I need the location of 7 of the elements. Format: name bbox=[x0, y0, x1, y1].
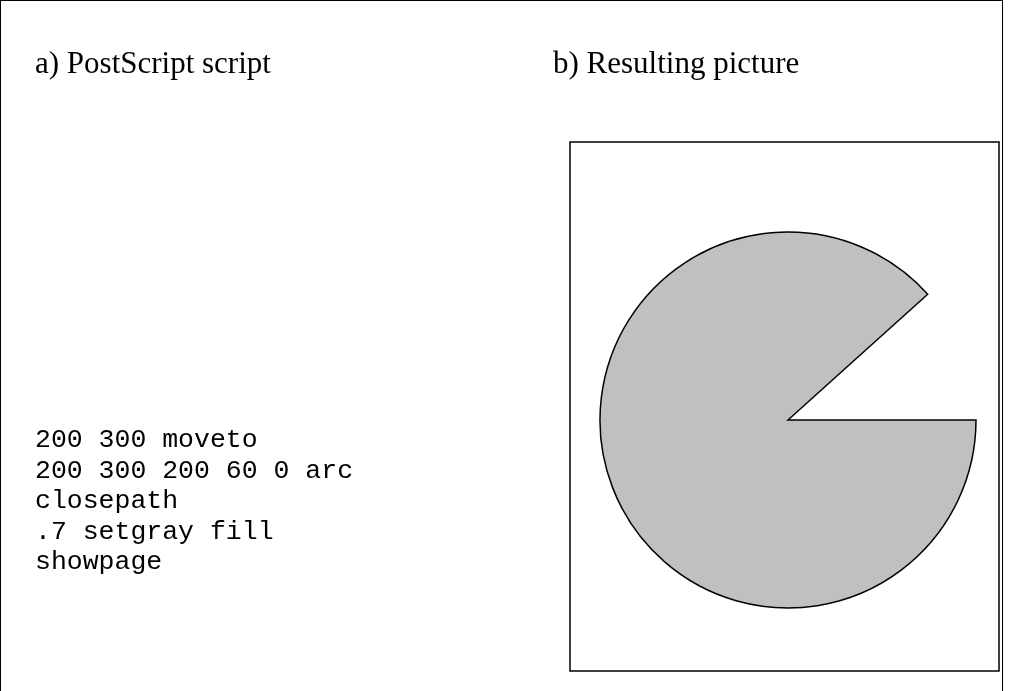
panel-heading: b) Resulting picture bbox=[553, 47, 800, 78]
code-line: closepath bbox=[35, 488, 179, 515]
code-line: showpage bbox=[35, 549, 163, 576]
code-line: 200 300 200 60 0 arc bbox=[35, 457, 354, 484]
code-line: .7 setgray fill bbox=[35, 518, 274, 545]
code-line: 200 300 moveto bbox=[35, 427, 258, 454]
panel-heading: a) PostScript script bbox=[35, 47, 271, 78]
